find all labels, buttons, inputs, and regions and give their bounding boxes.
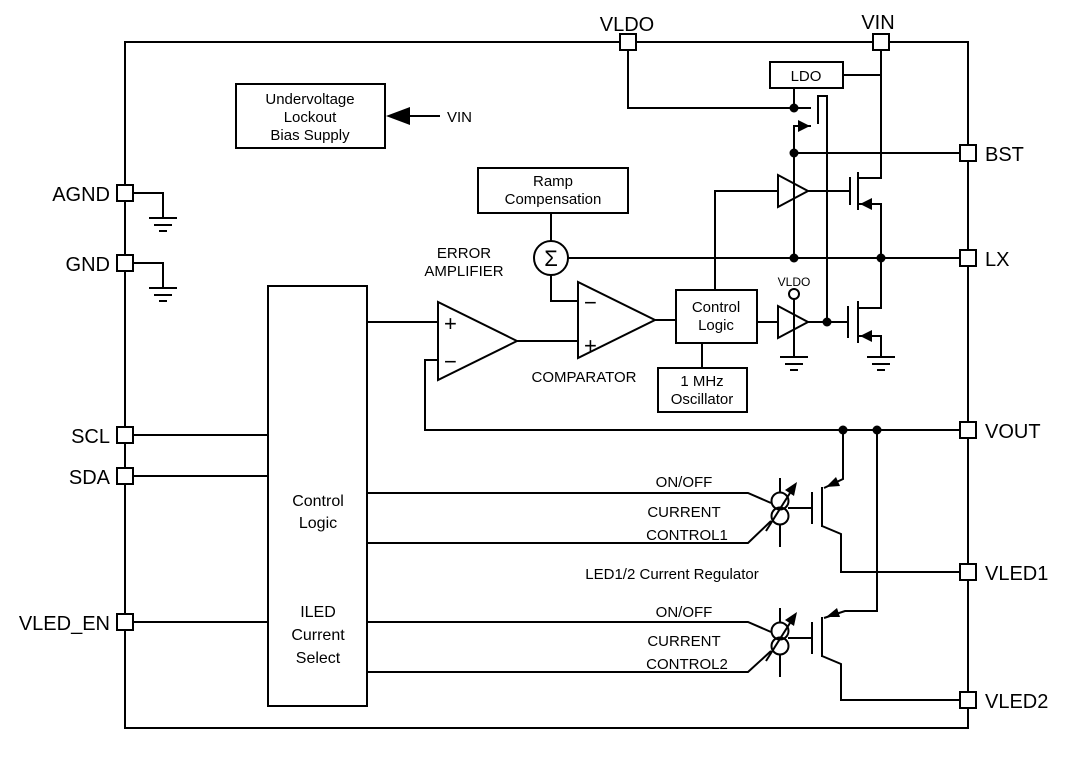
- svg-text:Lockout: Lockout: [284, 109, 337, 126]
- lowside-gate-driver: [777, 304, 811, 340]
- pin-label-gnd: GND: [66, 254, 110, 276]
- svg-text:Current: Current: [291, 627, 345, 644]
- pin-label-vled1: VLED1: [985, 563, 1048, 585]
- ch2-onoff-label: ON/OFF: [656, 604, 713, 621]
- svg-text:AMPLIFIER: AMPLIFIER: [424, 263, 503, 280]
- annotation-labels: VIN ERROR AMPLIFIER COMPARATOR VLDO LED1…: [424, 109, 810, 673]
- svg-text:+: +: [444, 311, 457, 336]
- svg-text:ILED: ILED: [300, 604, 336, 621]
- comparator: [577, 280, 658, 360]
- pin-square-scl: [116, 426, 134, 444]
- led-regulator-label: LED1/2 Current Regulator: [585, 566, 758, 583]
- vldo-supply-node: [788, 288, 800, 300]
- pin-label-scl: SCL: [71, 426, 110, 448]
- arrowheads: [386, 107, 872, 626]
- svg-text:−: −: [444, 349, 457, 374]
- ldo-block: [769, 61, 844, 89]
- pin-terminals: [116, 33, 977, 709]
- wire-vldo: [627, 50, 794, 109]
- pin-square-vled1: [959, 563, 977, 581]
- svg-text:Ramp: Ramp: [533, 173, 573, 190]
- pin-label-vout: VOUT: [985, 421, 1041, 443]
- pin-label-vled2: VLED2: [985, 691, 1048, 713]
- wire-vled1: [821, 525, 960, 573]
- current-source-1: [770, 491, 790, 526]
- svg-text:+: +: [584, 333, 597, 358]
- pin-label-vldo: VLDO: [600, 14, 654, 36]
- pin-label-sda: SDA: [69, 467, 111, 489]
- wire-vout: [424, 359, 960, 431]
- main-control-block: [267, 285, 368, 707]
- pin-label-vin: VIN: [861, 12, 894, 34]
- svg-text:Logic: Logic: [299, 515, 337, 532]
- svg-text:Control: Control: [692, 299, 740, 316]
- pin-square-vldo: [619, 33, 637, 51]
- pin-square-vin: [872, 33, 890, 51]
- pin-square-vled2: [959, 691, 977, 709]
- highside-gate-driver: [777, 173, 811, 209]
- svg-text:Select: Select: [296, 650, 341, 667]
- pin-square-vout: [959, 421, 977, 439]
- ldo-label: LDO: [791, 68, 822, 85]
- pin-label-vled-en: VLED_EN: [19, 613, 110, 635]
- wire-vin: [858, 50, 882, 179]
- wire-vled2: [821, 655, 960, 701]
- error-amplifier-label: ERROR: [437, 245, 491, 262]
- pin-square-vled-en: [116, 613, 134, 631]
- ramp-compensation-block: [477, 167, 629, 214]
- vin-arrow-icon: [386, 107, 410, 125]
- ch1-onoff-label: ON/OFF: [656, 474, 713, 491]
- svg-text:CONTROL2: CONTROL2: [646, 656, 728, 673]
- svg-text:Compensation: Compensation: [505, 191, 602, 208]
- amplifiers: + − − + Σ: [437, 173, 811, 656]
- uvlo-block: [235, 83, 386, 149]
- pin-square-gnd: [116, 254, 134, 272]
- pin-label-agnd: AGND: [52, 184, 110, 206]
- junction-dots: [789, 103, 886, 435]
- pin-square-agnd: [116, 184, 134, 202]
- svg-text:1 MHz: 1 MHz: [680, 373, 723, 390]
- svg-text:Control: Control: [292, 493, 344, 510]
- pin-label-lx: LX: [985, 249, 1009, 271]
- summing-node: [533, 240, 569, 276]
- sigma-icon: Σ: [544, 246, 558, 271]
- oscillator-block: [657, 367, 748, 413]
- ch2-current-label: CURRENT: [647, 633, 720, 650]
- error-amplifier: [437, 300, 520, 382]
- pin-square-sda: [116, 467, 134, 485]
- svg-text:Bias Supply: Bias Supply: [270, 127, 350, 144]
- svg-text:Oscillator: Oscillator: [671, 391, 734, 408]
- svg-text:Logic: Logic: [698, 317, 734, 334]
- blocks: Undervoltage Lockout Bias Supply LDO Ram…: [235, 61, 844, 707]
- pwm-control-logic-block: [675, 289, 758, 344]
- current-source-2: [770, 621, 790, 656]
- uvlo-label: Undervoltage: [265, 91, 354, 108]
- vldo-node-label: VLDO: [778, 275, 811, 289]
- wires: [124, 41, 969, 729]
- svg-text:CONTROL1: CONTROL1: [646, 527, 728, 544]
- comparator-label: COMPARATOR: [531, 369, 636, 386]
- ic-boundary: [124, 41, 969, 729]
- pin-label-bst: BST: [985, 144, 1024, 166]
- svg-text:−: −: [584, 290, 597, 315]
- pin-square-lx: [959, 249, 977, 267]
- vin-arrow-label: VIN: [447, 109, 472, 126]
- ground-symbol: [133, 192, 895, 371]
- pin-labels: VLDO VIN BST LX VOUT VLED1 VLED2 AGND GN…: [19, 12, 1049, 713]
- pin-square-bst: [959, 144, 977, 162]
- ch1-current-label: CURRENT: [647, 504, 720, 521]
